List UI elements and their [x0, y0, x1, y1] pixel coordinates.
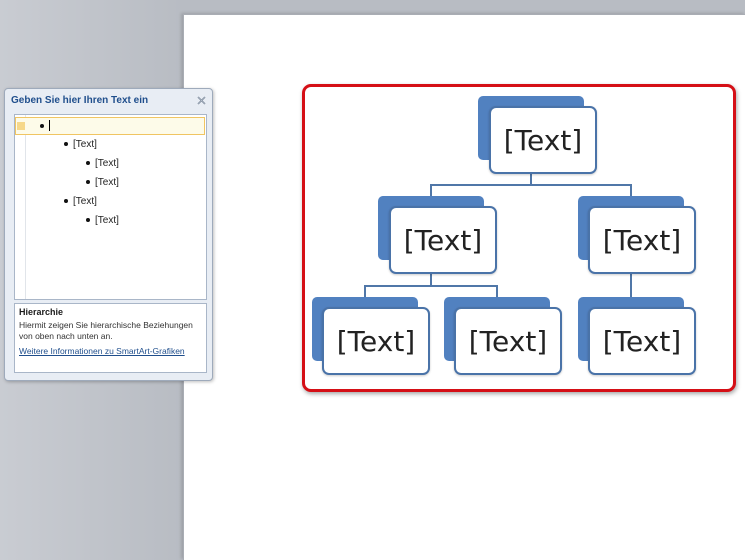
- bullet-text: [Text]: [73, 139, 97, 150]
- bullet-icon: [64, 199, 68, 204]
- layout-description: Hiermit zeigen Sie hierarchische Beziehu…: [19, 320, 193, 341]
- connector: [530, 174, 532, 185]
- bullet-icon: [64, 142, 68, 147]
- bullet-item-level2[interactable]: [Text]: [64, 196, 97, 208]
- connector: [430, 184, 632, 186]
- bullet-gutter: [15, 115, 26, 299]
- more-info-link[interactable]: Weitere Informationen zu SmartArt-Grafik…: [19, 346, 185, 356]
- bullet-text: [Text]: [95, 158, 119, 169]
- layout-name: Hierarchie: [19, 307, 64, 317]
- node-text-box[interactable]: [Text]: [389, 206, 497, 274]
- bullet-text: [Text]: [95, 215, 119, 226]
- text-caret: [49, 120, 50, 131]
- connector: [364, 285, 366, 297]
- bullet-item-level3[interactable]: [Text]: [86, 158, 119, 170]
- node-text-box[interactable]: [Text]: [588, 206, 696, 274]
- connector: [364, 285, 498, 287]
- connector: [496, 285, 498, 297]
- bullet-text: [Text]: [73, 196, 97, 207]
- smartart-text-pane[interactable]: Geben Sie hier Ihren Text ein [Text] [Te…: [4, 88, 213, 381]
- bullet-item-level3[interactable]: [Text]: [86, 215, 119, 227]
- connector: [430, 184, 432, 198]
- bullet-icon: [40, 123, 44, 128]
- active-bullet-row[interactable]: [15, 117, 205, 135]
- bullet-icon: [86, 218, 90, 223]
- connector: [430, 274, 432, 286]
- bullet-item-level2[interactable]: [Text]: [64, 139, 97, 151]
- connector: [630, 184, 632, 198]
- row-marker-icon: [17, 122, 25, 130]
- pane-title: Geben Sie hier Ihren Text ein: [11, 95, 149, 106]
- node-text-box[interactable]: [Text]: [588, 307, 696, 375]
- bullet-icon: [86, 180, 90, 185]
- close-icon-glyph: [196, 96, 206, 105]
- connector: [630, 274, 632, 298]
- node-text-box[interactable]: [Text]: [489, 106, 597, 174]
- bullet-icon: [86, 161, 90, 166]
- close-icon[interactable]: [196, 96, 206, 106]
- bullet-item-level1[interactable]: [40, 120, 50, 132]
- node-text-box[interactable]: [Text]: [322, 307, 430, 375]
- bullet-text: [Text]: [95, 177, 119, 188]
- node-text-box[interactable]: [Text]: [454, 307, 562, 375]
- bullet-list-area[interactable]: [Text] [Text] [Text] [Text] [Text]: [14, 114, 207, 300]
- layout-info-area: Hierarchie Hiermit zeigen Sie hierarchis…: [14, 303, 207, 373]
- bullet-item-level3[interactable]: [Text]: [86, 177, 119, 189]
